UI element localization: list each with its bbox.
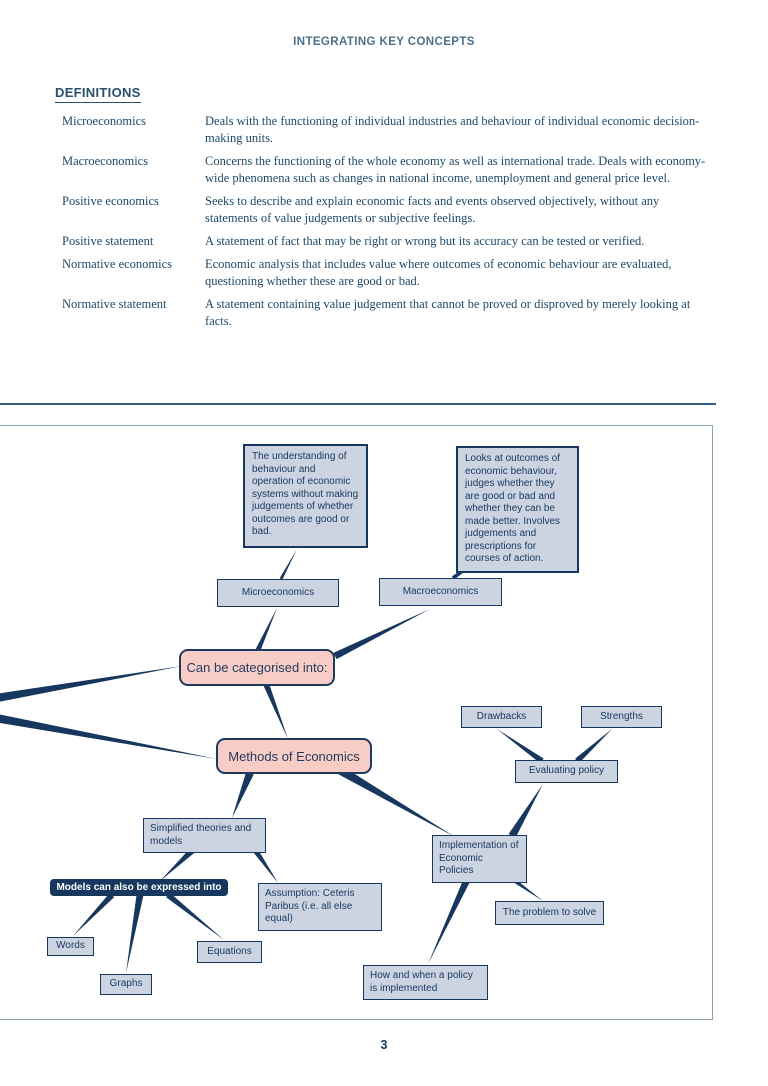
definition-text: Deals with the functioning of individual… <box>205 114 700 145</box>
node-words: Words <box>47 937 94 956</box>
definition-term: Positive statement <box>62 234 154 248</box>
definition-row: Normative economics Economic analysis th… <box>62 256 712 290</box>
definition-row: Positive statement A statement of fact t… <box>62 233 712 250</box>
definitions-heading: DEFINITIONS <box>55 85 141 103</box>
node-strengths: Strengths <box>581 706 662 728</box>
page-number: 3 <box>380 1038 388 1052</box>
node-problem-to-solve: The problem to solve <box>495 901 604 925</box>
node-models-expressed: Models can also be expressed into <box>50 879 228 896</box>
definition-row: Microeconomics Deals with the functionin… <box>62 113 712 147</box>
node-macroeconomics-description: Looks at outcomes of economic behaviour,… <box>456 446 579 573</box>
definition-term: Microeconomics <box>62 114 147 128</box>
definition-row: Positive economics Seeks to describe and… <box>62 193 712 227</box>
node-simplified-theories: Simplified theories and models <box>143 818 266 853</box>
node-how-and-when: How and when a policy is implemented <box>363 965 488 1000</box>
node-implementation-policies: Implementation of Economic Policies <box>432 835 527 883</box>
running-head: INTEGRATING KEY CONCEPTS <box>293 36 475 48</box>
node-microeconomics-description: The understanding of behaviour and opera… <box>243 444 368 548</box>
node-equations: Equations <box>197 941 262 963</box>
node-graphs: Graphs <box>100 974 152 995</box>
definition-text: A statement of fact that may be right or… <box>205 234 645 248</box>
definition-text: A statement containing value judgement t… <box>205 297 691 328</box>
node-can-be-categorised: Can be categorised into: <box>179 649 335 686</box>
node-microeconomics: Microeconomics <box>217 579 339 607</box>
node-methods-of-economics: Methods of Economics <box>216 738 372 774</box>
definition-text: Seeks to describe and explain economic f… <box>205 194 660 225</box>
node-evaluating-policy: Evaluating policy <box>515 760 618 783</box>
definitions-table: Microeconomics Deals with the functionin… <box>62 113 712 336</box>
definition-text: Economic analysis that includes value wh… <box>205 257 672 288</box>
definition-term: Positive economics <box>62 194 159 208</box>
definition-row: Normative statement A statement containi… <box>62 296 712 330</box>
section-divider-rule <box>0 403 716 405</box>
node-macroeconomics: Macroeconomics <box>379 578 502 606</box>
node-drawbacks: Drawbacks <box>461 706 542 728</box>
definition-term: Normative economics <box>62 257 173 271</box>
definition-text: Concerns the functioning of the whole ec… <box>205 154 706 185</box>
definition-term: Macroeconomics <box>62 154 149 168</box>
node-assumption-ceteris-paribus: Assumption: Ceteris Paribus (i.e. all el… <box>258 883 382 931</box>
definition-row: Macroeconomics Concerns the functioning … <box>62 153 712 187</box>
definition-term: Normative statement <box>62 297 167 311</box>
